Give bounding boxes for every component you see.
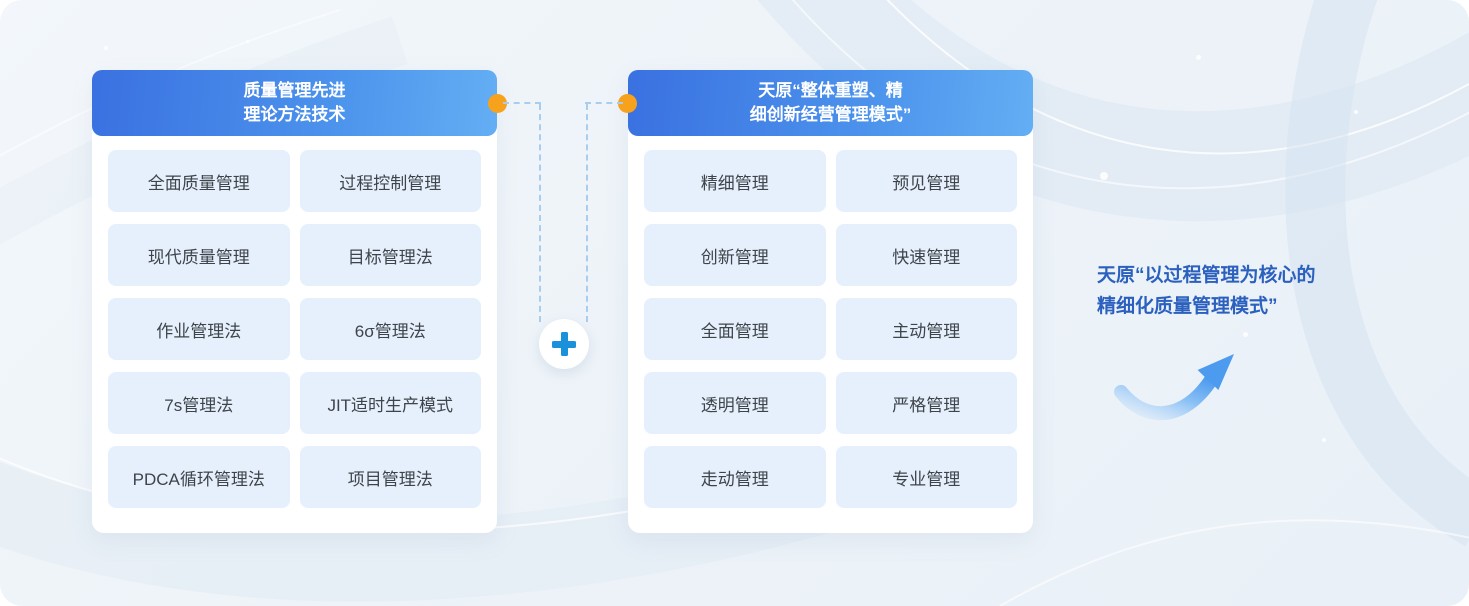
method-item: 走动管理 <box>644 446 826 508</box>
connector-dot-left <box>488 94 507 113</box>
sparkle-dot <box>1243 332 1248 337</box>
theory-methods-panel: 质量管理先进 理论方法技术 全面质量管理过程控制管理现代质量管理目标管理法作业管… <box>92 70 497 533</box>
theory-methods-panel-title: 质量管理先进 理论方法技术 <box>92 70 497 136</box>
method-item: 项目管理法 <box>299 446 481 508</box>
method-item: 主动管理 <box>835 298 1017 360</box>
plus-icon <box>539 319 589 369</box>
sparkle-dot <box>1354 110 1358 114</box>
sparkle-dot <box>104 46 108 50</box>
sparkle-dot <box>1322 438 1326 442</box>
method-item: JIT适时生产模式 <box>299 372 481 434</box>
method-item: 6σ管理法 <box>299 298 481 360</box>
dashed-line-vertical-right <box>586 104 588 322</box>
method-item: 透明管理 <box>644 372 826 434</box>
method-item: 精细管理 <box>644 150 826 212</box>
method-item: 快速管理 <box>835 224 1017 286</box>
method-item: 创新管理 <box>644 224 826 286</box>
dashed-line-horizontal-left <box>503 102 541 104</box>
method-item: 现代质量管理 <box>108 224 290 286</box>
method-item: 严格管理 <box>835 372 1017 434</box>
sparkle-dot <box>1196 55 1201 60</box>
sparkle-dot <box>1100 172 1108 180</box>
method-item: 全面管理 <box>644 298 826 360</box>
tianyuan-model-panel: 天原“整体重塑、精 细创新经营管理模式” 精细管理预见管理创新管理快速管理全面管… <box>628 70 1033 533</box>
result-statement: 天原“以过程管理为核心的 精细化质量管理模式” <box>1097 265 1316 317</box>
method-item: 预见管理 <box>835 150 1017 212</box>
dashed-line-vertical-left <box>539 104 541 322</box>
dashed-line-horizontal-right <box>585 102 623 104</box>
method-item: 过程控制管理 <box>299 150 481 212</box>
method-item: 7s管理法 <box>108 372 290 434</box>
tianyuan-model-panel-title: 天原“整体重塑、精 细创新经营管理模式” <box>628 70 1033 136</box>
tianyuan-model-item-grid: 精细管理预见管理创新管理快速管理全面管理主动管理透明管理严格管理走动管理专业管理 <box>628 136 1033 531</box>
plus-operator-badge <box>539 319 589 369</box>
method-item: 专业管理 <box>835 446 1017 508</box>
method-item: 全面质量管理 <box>108 150 290 212</box>
connector-dot-right <box>618 94 637 113</box>
method-item: 目标管理法 <box>299 224 481 286</box>
curved-arrow-icon <box>1114 354 1234 421</box>
method-item: 作业管理法 <box>108 298 290 360</box>
sparkle-dot <box>246 40 249 43</box>
method-item: PDCA循环管理法 <box>108 446 290 508</box>
